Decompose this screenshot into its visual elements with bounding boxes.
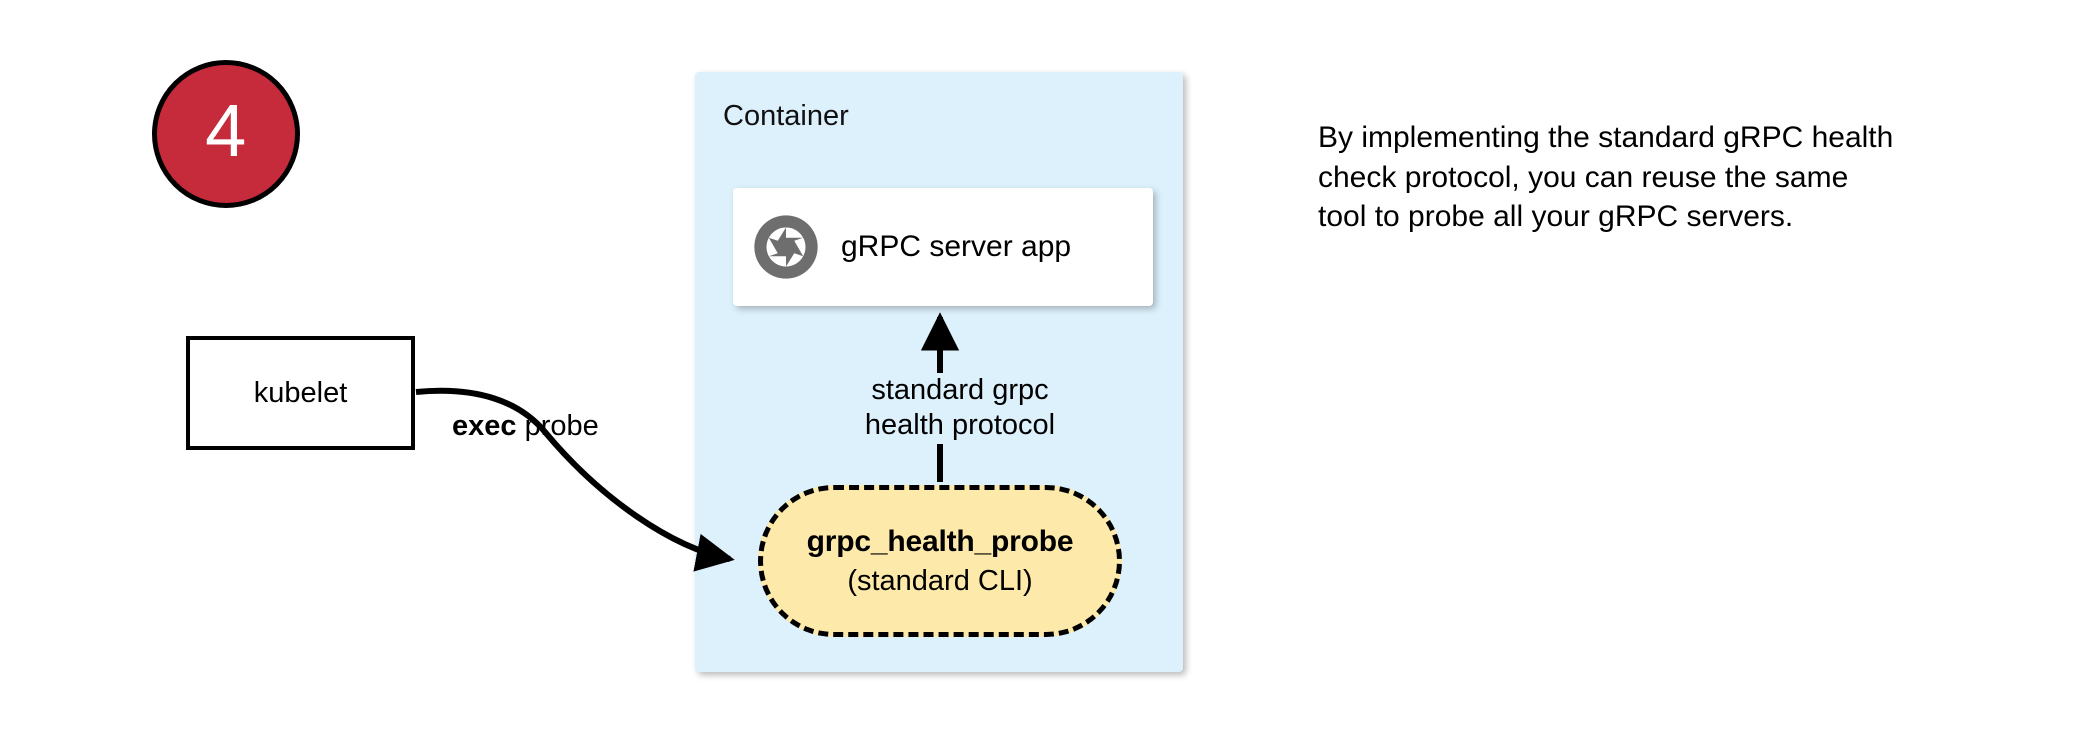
caption-text: By implementing the standard gRPC health… bbox=[1318, 121, 1894, 234]
step-number-text: 4 bbox=[205, 89, 247, 172]
health-protocol-line1: standard grpc bbox=[871, 374, 1049, 406]
step-number-badge: 4 bbox=[152, 60, 300, 208]
grpc-server-app-card: gRPC server app bbox=[733, 188, 1153, 306]
grpc-health-probe-subtitle: (standard CLI) bbox=[847, 564, 1033, 597]
kubelet-box: kubelet bbox=[186, 336, 415, 450]
exec-probe-label: exec probe bbox=[452, 410, 599, 443]
health-protocol-line2: health protocol bbox=[864, 409, 1056, 442]
grpc-health-probe-node: grpc_health_probe (standard CLI) bbox=[758, 485, 1122, 637]
kubelet-label: kubelet bbox=[253, 376, 348, 409]
grpc-aperture-icon bbox=[753, 214, 819, 280]
grpc-health-probe-title: grpc_health_probe bbox=[806, 524, 1074, 558]
exec-probe-rest-text: probe bbox=[516, 410, 599, 442]
exec-probe-bold-text: exec bbox=[452, 410, 517, 442]
container-label: Container bbox=[723, 100, 849, 132]
grpc-server-app-label: gRPC server app bbox=[841, 230, 1072, 263]
health-protocol-label: standard grpc health protocol bbox=[835, 373, 1085, 444]
